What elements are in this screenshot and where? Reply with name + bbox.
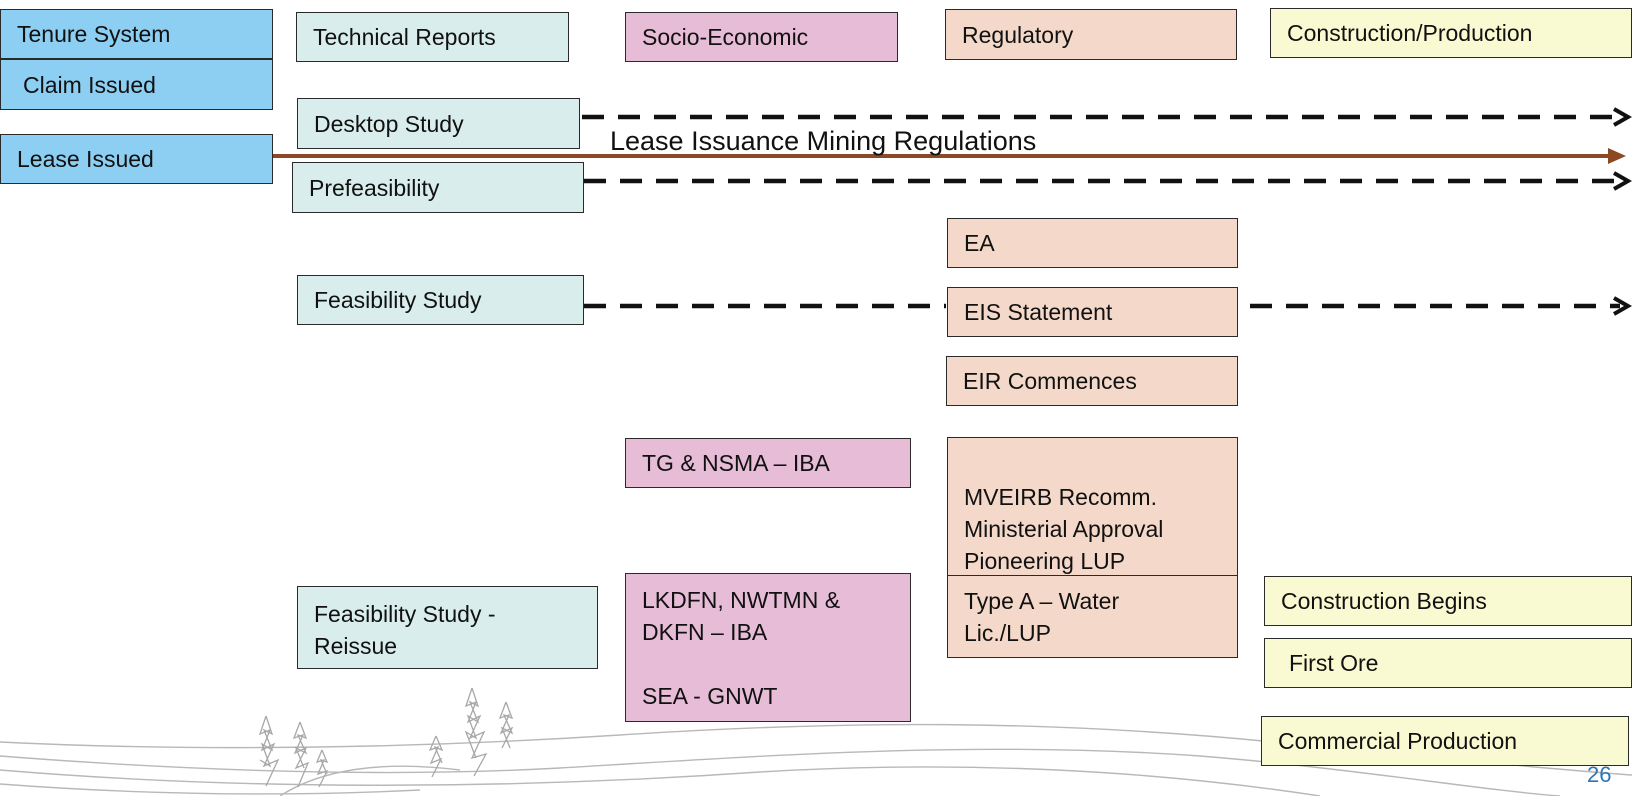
box-mveirb-recomm: MVEIRB Recomm. Ministerial Approval Pion…: [947, 437, 1238, 576]
lease-issuance-label: Lease Issuance Mining Regulations: [610, 126, 1037, 156]
arrow-head-prefeasibility: [1613, 171, 1632, 191]
box-eis-statement: EIS Statement: [947, 287, 1238, 337]
typea-line-2: Lic./LUP: [964, 620, 1051, 646]
box-construction-begins: Construction Begins: [1264, 576, 1632, 626]
mveirb-line-1: MVEIRB Recomm.: [964, 484, 1157, 510]
header-technical-reports: Technical Reports: [296, 12, 569, 62]
reissue-line-1: Feasibility Study -: [314, 601, 496, 627]
lease-issuance-arrow-head: [1608, 148, 1626, 164]
page-number: 26: [1587, 762, 1612, 787]
mveirb-line-2: Ministerial Approval: [964, 516, 1164, 542]
spacer: [642, 648, 894, 680]
lkdfn-line-2: DKFN – IBA: [642, 619, 768, 645]
header-socio-economic: Socio-Economic: [625, 12, 898, 62]
reissue-line-2: Reissue: [314, 633, 398, 659]
box-prefeasibility: Prefeasibility: [292, 162, 584, 213]
header-tenure-system: Tenure System: [0, 9, 273, 59]
box-tg-nsma-iba: TG & NSMA – IBA: [625, 438, 911, 488]
box-claim-issued: Claim Issued: [0, 59, 273, 110]
box-first-ore: First Ore: [1264, 638, 1632, 688]
arrow-head-desktop: [1613, 107, 1632, 127]
box-eir-commences: EIR Commences: [946, 356, 1238, 406]
box-commercial-production: Commercial Production: [1261, 716, 1629, 766]
box-type-a-water-licence: Type A – Water Lic./LUP: [947, 575, 1238, 658]
lkdfn-line-1: LKDFN, NWTMN &: [642, 587, 841, 613]
box-feasibility-study-reissue: Feasibility Study - Reissue: [297, 586, 598, 669]
header-construction-production: Construction/Production: [1270, 8, 1632, 58]
header-regulatory: Regulatory: [945, 9, 1237, 60]
typea-line-1: Type A – Water: [964, 588, 1120, 614]
box-feasibility-study: Feasibility Study: [297, 275, 584, 325]
sea-gnwt: SEA - GNWT: [642, 683, 778, 709]
box-lkdfn-iba: LKDFN, NWTMN & DKFN – IBA SEA - GNWT: [625, 573, 911, 722]
mveirb-line-3: Pioneering LUP: [964, 548, 1126, 574]
box-desktop-study: Desktop Study: [297, 98, 580, 149]
box-lease-issued: Lease Issued: [0, 134, 273, 184]
arrow-head-feasibility: [1613, 296, 1632, 316]
box-ea: EA: [947, 218, 1238, 268]
